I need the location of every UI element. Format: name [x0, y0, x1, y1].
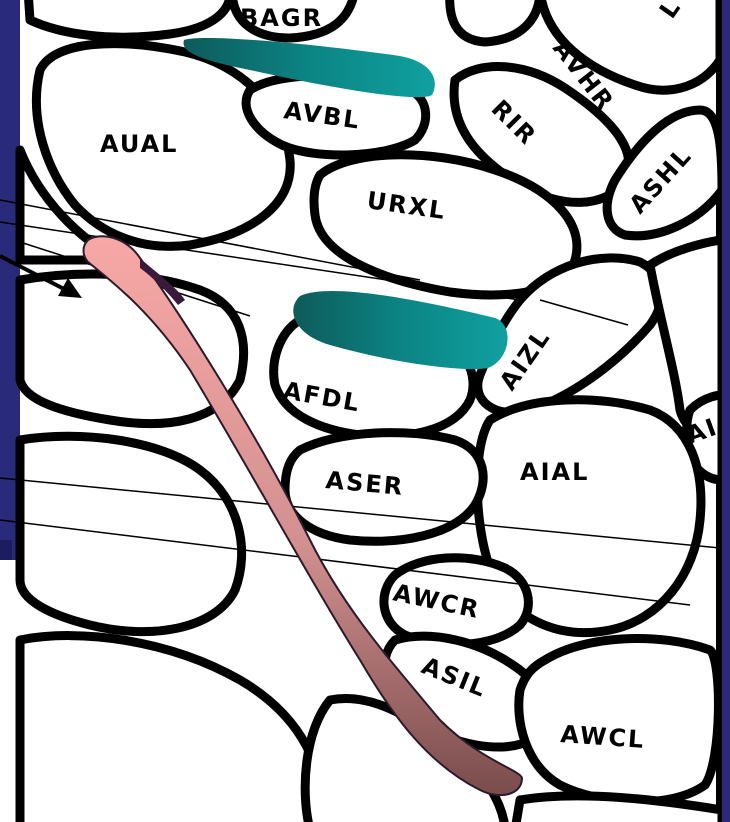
label-aual: AUAL — [100, 130, 178, 158]
label-awcl: AWCL — [560, 720, 647, 754]
label-aial: AIAL — [520, 458, 589, 486]
cell-awcl — [519, 639, 719, 802]
label-bagr: BAGR — [240, 4, 323, 32]
cell-top-strip — [28, 0, 230, 37]
